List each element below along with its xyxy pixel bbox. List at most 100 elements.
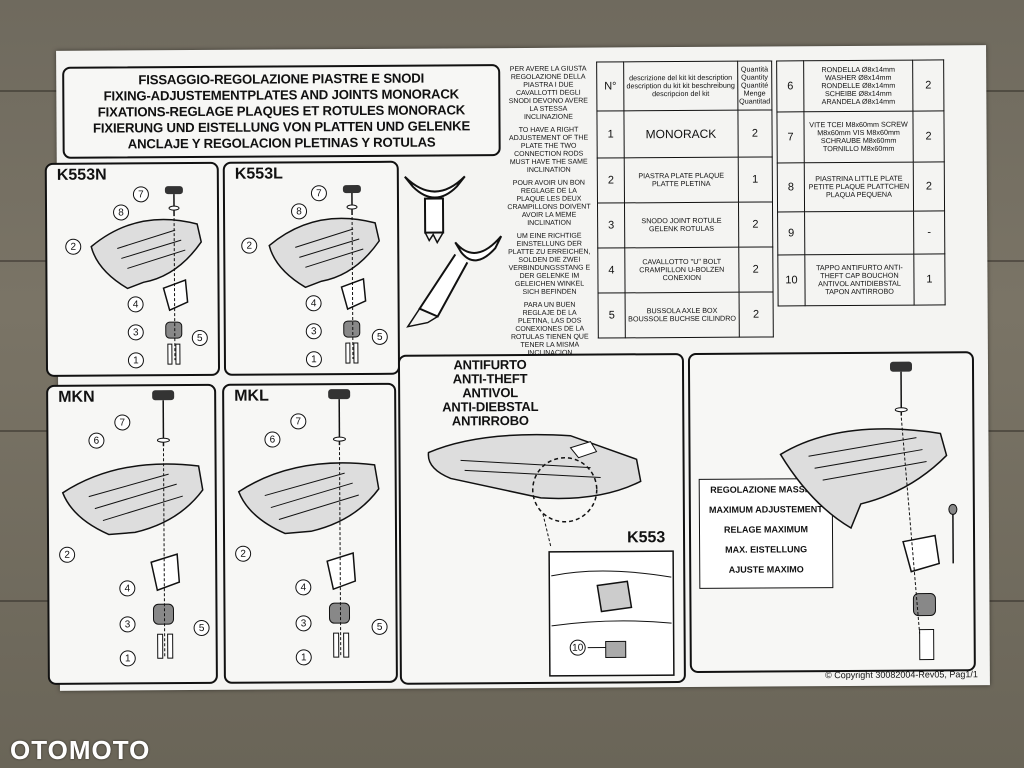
panel-k553l: K553L 7 8 2 4 3 5 1 (222, 160, 401, 376)
table-row: 1 MONORACK 2 (596, 109, 773, 159)
callout-3: 3 (305, 323, 322, 340)
rack-exploded-drawing (237, 389, 380, 658)
row-n: 10 (777, 254, 806, 306)
row-n: 1 (596, 110, 625, 159)
callout-3: 3 (119, 616, 136, 633)
row-qty: - (913, 210, 945, 255)
callout-2: 2 (59, 546, 76, 563)
row-qty: 1 (913, 253, 946, 306)
detail-label: K553 (626, 529, 666, 547)
row-desc: SNODO JOINT ROTULE GELENK ROTULAS (624, 202, 739, 248)
callout-1: 1 (119, 650, 136, 667)
rack-exploded-drawing (61, 390, 204, 659)
row-n: 2 (597, 157, 625, 204)
instruction-sheet: FISSAGGIO-REGOLAZIONE PIASTRE E SNODI FI… (44, 45, 990, 691)
row-qty: 2 (738, 291, 774, 338)
callout-4: 4 (295, 579, 312, 596)
row-qty: 2 (913, 161, 945, 212)
row-desc: CAVALLOTTO "U" BOLT CRAMPILLON U-BOLZEN … (624, 247, 739, 293)
parts-table-right: 6 RONDELLA Ø8x14mm WASHER Ø8x14mm RONDEL… (776, 59, 946, 306)
rack-exploded-drawing (90, 186, 203, 365)
callout-5: 5 (371, 328, 388, 345)
callout-6: 6 (88, 432, 105, 449)
header-line-es: ANCLAJE Y REGOLACION PLETINAS Y ROTULAS (127, 134, 436, 152)
callout-7: 7 (132, 186, 149, 203)
instruction-de: UM EINE RICHTIGE EINSTELLUNG DER PLATTE … (508, 232, 591, 297)
row-n: 3 (597, 202, 625, 249)
table-row: 7 VITE TCEI M8x60mm SCREW M8x60mm VIS M8… (776, 110, 945, 163)
watermark-logo: OTOMOTO (10, 735, 151, 765)
callout-5: 5 (371, 618, 388, 635)
row-n: 8 (777, 162, 805, 212)
panel-antitheft: ANTIFURTO ANTI-THEFT ANTIVOL ANTI-DIEBST… (397, 353, 686, 685)
row-desc: BUSSOLA AXLE BOX BOUSSOLE BUCHSE CILINDR… (625, 292, 739, 338)
callout-5: 5 (191, 329, 208, 347)
table-row: 3 SNODO JOINT ROTULE GELENK ROTULAS 2 (597, 201, 773, 249)
callout-2: 2 (241, 237, 258, 254)
table-row: 5 BUSSOLA AXLE BOX BOUSSOLE BUCHSE CILIN… (598, 291, 774, 339)
row-desc: MONORACK (624, 110, 738, 158)
header-n: N° (596, 61, 625, 112)
header-title-box: FISSAGGIO-REGOLAZIONE PIASTRE E SNODI FI… (62, 64, 501, 159)
copyright-text: © Copyright 30082004-Rev05, Pag1/1 (825, 669, 978, 681)
callout-10: 10 (569, 639, 586, 656)
callout-1: 1 (295, 649, 312, 666)
row-desc: RONDELLA Ø8x14mm WASHER Ø8x14mm RONDELLE… (803, 60, 913, 112)
row-qty: 2 (912, 59, 944, 112)
joint-inclination-sketch (404, 175, 503, 328)
callout-8: 8 (290, 203, 308, 220)
callout-5: 5 (193, 619, 210, 637)
table-row: N° descrizione del kit kit description d… (596, 60, 772, 112)
callout-1: 1 (127, 352, 144, 369)
row-qty: 2 (738, 201, 773, 248)
table-row: 4 CAVALLOTTO "U" BOLT CRAMPILLON U-BOLZE… (597, 246, 774, 294)
callout-2: 2 (65, 238, 82, 255)
callout-4: 4 (305, 295, 322, 312)
instructions-column: PER AVERE LA GIUSTA REGOLAZIONE DELLA PI… (506, 66, 592, 359)
rack-exploded-drawing (268, 185, 381, 364)
callout-4: 4 (119, 580, 136, 597)
row-qty: 1 (737, 156, 773, 203)
table-row: 2 PIASTRA PLATE PLAQUE PLATTE PLETINA 1 (597, 156, 773, 204)
row-n: 5 (598, 292, 626, 339)
callout-2: 2 (235, 545, 252, 562)
callout-7: 7 (114, 414, 131, 431)
row-desc: TAPPO ANTIFURTO ANTI-THEFT CAP BOUCHON A… (804, 254, 915, 306)
callout-7: 7 (290, 413, 307, 430)
callout-7: 7 (310, 185, 327, 202)
antitheft-drawing (427, 433, 675, 677)
table-row: 6 RONDELLA Ø8x14mm WASHER Ø8x14mm RONDEL… (776, 59, 944, 112)
panel-mkn: MKN 7 6 2 4 3 5 1 (46, 383, 218, 685)
table-row: 9 - (777, 210, 945, 255)
callout-3: 3 (127, 324, 144, 341)
row-qty: 2 (738, 246, 774, 293)
row-desc (804, 211, 914, 255)
max-adjustment-drawing (779, 361, 958, 661)
row-n: 7 (776, 111, 805, 163)
row-n: 6 (776, 60, 804, 112)
callout-3: 3 (295, 615, 312, 632)
header-desc: descrizione del kit kit description desc… (623, 61, 738, 111)
callout-8: 8 (112, 204, 130, 221)
instruction-en: TO HAVE A RIGHT ADJUSTEMENT OF THE PLATE… (509, 126, 589, 174)
instruction-it: PER AVERE LA GIUSTA REGOLAZIONE DELLA PI… (508, 65, 589, 121)
panel-k553n: K553N 7 8 2 4 3 5 1 (44, 161, 221, 377)
row-qty: 2 (912, 110, 945, 163)
row-n: 9 (777, 211, 805, 255)
parts-table-left: N° descrizione del kit kit description d… (596, 60, 774, 339)
table-row: 10 TAPPO ANTIFURTO ANTI-THEFT CAP BOUCHO… (777, 253, 946, 306)
table-row: 8 PIASTRINA LITTLE PLATE PETITE PLAQUE P… (777, 161, 945, 212)
row-desc: VITE TCEI M8x60mm SCREW M8x60mm VIS M8x6… (803, 111, 914, 163)
header-qty: Quantità Quantity Quantité Menge Quantit… (737, 60, 772, 111)
row-qty: 2 (737, 109, 773, 158)
panel-mkl: MKL 7 6 2 4 3 5 1 (222, 382, 398, 684)
row-n: 4 (597, 247, 626, 294)
instruction-fr: POUR AVOIR UN BON REGLAGE DE LA PLAQUE L… (507, 179, 591, 227)
instruction-es: PARA UN BUEN REGLAJE DE LA PLETINA, LAS … (510, 301, 589, 357)
callout-1: 1 (305, 351, 322, 368)
callout-4: 4 (127, 296, 144, 313)
callout-6: 6 (264, 431, 281, 448)
row-desc: PIASTRA PLATE PLAQUE PLATTE PLETINA (624, 157, 739, 203)
row-desc: PIASTRINA LITTLE PLATE PETITE PLAQUE PLA… (804, 162, 914, 212)
panel-max-adjustment: REGOLAZIONE MASSIMA MAXIMUM ADJUSTEMENT … (687, 351, 976, 673)
